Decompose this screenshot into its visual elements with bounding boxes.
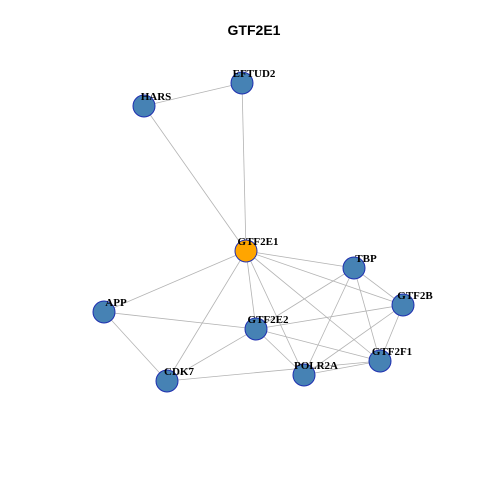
node-app bbox=[92, 300, 116, 324]
node-label-polr2a: POLR2A bbox=[294, 360, 338, 372]
edge-gtf2e1-gtf2b bbox=[245, 250, 404, 306]
node-gtf2f1 bbox=[368, 349, 392, 373]
edge-gtf2e1-gtf2f1 bbox=[245, 250, 381, 362]
edge-gtf2e1-cdk7 bbox=[166, 250, 247, 382]
edge-hars-eftud2 bbox=[143, 82, 243, 107]
edge-gtf2e2-gtf2f1 bbox=[255, 328, 381, 362]
node-gtf2b bbox=[391, 293, 415, 317]
node-hars bbox=[132, 94, 156, 118]
node-label-gtf2e2: GTF2E2 bbox=[248, 314, 289, 326]
edge-tbp-gtf2e2 bbox=[255, 267, 355, 330]
edges-layer bbox=[103, 82, 404, 382]
edge-gtf2e1-tbp bbox=[245, 250, 355, 269]
node-cdk7 bbox=[155, 369, 179, 393]
edge-hars-gtf2e1 bbox=[143, 105, 247, 252]
node-label-gtf2b: GTF2B bbox=[397, 290, 433, 302]
nodes-layer bbox=[92, 71, 415, 393]
edge-gtf2b-polr2a bbox=[303, 304, 404, 376]
edge-gtf2e2-cdk7 bbox=[166, 328, 257, 382]
node-gtf2e2 bbox=[244, 317, 268, 341]
edge-gtf2e1-gtf2e2 bbox=[245, 250, 257, 330]
edge-gtf2b-gtf2e2 bbox=[255, 304, 404, 330]
graph-title: GTF2E1 bbox=[228, 22, 281, 38]
edge-cdk7-gtf2f1 bbox=[166, 360, 381, 382]
node-tbp bbox=[342, 256, 366, 280]
node-label-app: APP bbox=[105, 297, 127, 309]
node-eftud2 bbox=[230, 71, 254, 95]
edge-app-cdk7 bbox=[103, 311, 168, 382]
node-label-hars: HARS bbox=[141, 91, 172, 103]
node-label-eftud2: EFTUD2 bbox=[233, 68, 276, 80]
node-label-cdk7: CDK7 bbox=[164, 366, 194, 378]
node-label-tbp: TBP bbox=[355, 253, 377, 265]
edge-tbp-polr2a bbox=[303, 267, 355, 376]
edge-gtf2e1-app bbox=[103, 250, 247, 313]
node-gtf2e1 bbox=[234, 239, 258, 263]
edge-polr2a-gtf2f1 bbox=[303, 360, 381, 376]
edge-eftud2-gtf2e1 bbox=[241, 82, 247, 252]
node-label-gtf2e1: GTF2E1 bbox=[238, 236, 279, 248]
node-polr2a bbox=[292, 363, 316, 387]
edge-app-gtf2e2 bbox=[103, 311, 257, 330]
edge-tbp-gtf2f1 bbox=[353, 267, 381, 362]
node-label-gtf2f1: GTF2F1 bbox=[372, 346, 412, 358]
edge-gtf2e1-polr2a bbox=[245, 250, 305, 376]
